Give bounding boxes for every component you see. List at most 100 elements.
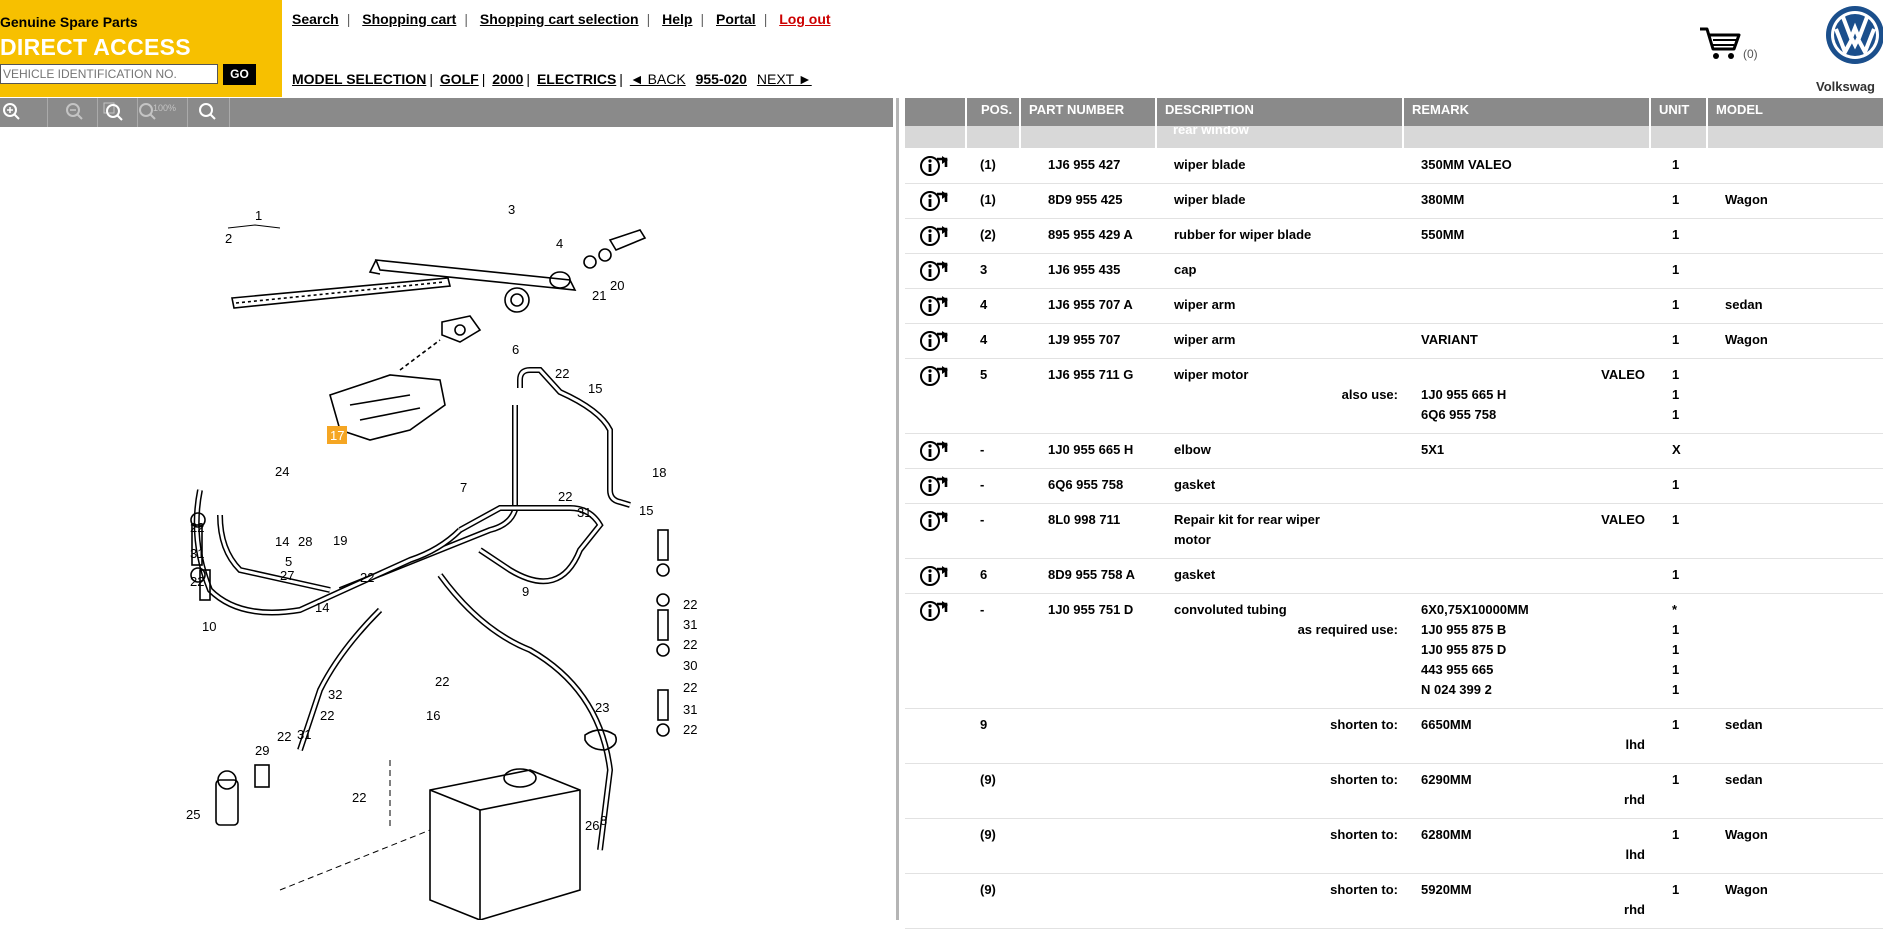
pos-cell: - [980,512,985,527]
part-number-cell[interactable]: 1J6 955 707 A [1048,297,1133,312]
info-icon[interactable] [919,225,949,247]
extra-unit-cell: 1 [1672,662,1680,677]
info-icon[interactable] [919,260,949,282]
zoom-in-button[interactable] [0,98,48,127]
model-cell: sedan [1725,717,1763,732]
part-number-cell[interactable]: 8D9 955 425 [1048,192,1123,207]
part-number-cell[interactable]: 895 955 429 A [1048,227,1133,242]
extra-part-cell[interactable]: 6Q6 955 758 [1421,407,1497,422]
logout-link[interactable]: Log out [779,11,831,27]
highlight-callout-17[interactable] [327,426,347,444]
extra-part-cell[interactable]: 1J0 955 875 B [1421,622,1507,637]
washer-reservoir-part[interactable] [429,769,581,920]
next-link[interactable]: NEXT ► [756,71,812,87]
unit-cell: 1 [1672,477,1680,492]
info-icon[interactable] [919,600,949,622]
description-cell: rubber for wiper blade [1174,227,1312,242]
part-number-cell[interactable]: 1J6 955 435 [1048,262,1121,277]
shopping-cart-selection-link[interactable]: Shopping cart selection [479,11,639,27]
col-unit[interactable]: UNIT [1651,98,1708,126]
col-part-number[interactable]: PART NUMBER [1021,98,1157,126]
model-cell: sedan [1725,297,1763,312]
zoom-fit-button[interactable] [98,98,138,127]
extra-part-cell[interactable]: 443 955 665 [1421,662,1494,677]
search-zoom-button[interactable] [188,98,230,127]
col-model[interactable]: MODEL [1716,102,1763,117]
extra-label: as required use: [1297,622,1398,637]
description-cell: wiper blade [1174,157,1246,172]
shopping-cart-link[interactable]: Shopping cart [362,11,457,27]
crumb-group[interactable]: ELECTRICS [536,71,617,87]
extra-part-cell[interactable]: 1J0 955 665 H [1421,387,1507,402]
part-number-cell[interactable]: 1J0 955 665 H [1048,442,1134,457]
portal-link[interactable]: Portal [716,11,756,27]
info-icon[interactable] [919,155,949,177]
washer-pump-part[interactable] [215,779,239,826]
extra-part-cell[interactable]: 1J0 955 875 D [1421,642,1507,657]
extra-unit-cell: 1 [1672,642,1680,657]
wiper-blade-part[interactable] [231,277,452,309]
info-icon[interactable] [919,365,949,387]
zoom-out-button[interactable] [48,98,98,127]
description-cell: convoluted tubing [1174,602,1287,617]
part-number-cell[interactable]: 1J9 955 707 [1048,332,1121,347]
part-number-cell[interactable]: 1J6 955 711 G [1048,367,1134,382]
info-icon[interactable] [919,295,949,317]
crumb-year[interactable]: 2000 [492,71,524,87]
vin-go-button[interactable]: GO [223,64,256,85]
unit-cell: 1 [1672,772,1680,787]
vin-input[interactable] [0,64,218,84]
info-icon[interactable] [919,190,949,212]
extra-part-cell[interactable]: N 024 399 2 [1421,682,1492,697]
model-cell: Wagon [1725,192,1768,207]
col-remark[interactable]: REMARK [1404,98,1651,126]
crumb-code[interactable]: 955-020 [695,71,747,87]
info-icon[interactable] [919,510,949,532]
info-icon[interactable] [919,330,949,352]
crumb-model-selection[interactable]: MODEL SELECTION [292,71,427,87]
pos-cell: - [980,442,985,457]
pos-cell: (1) [980,192,996,207]
help-link[interactable]: Help [662,11,693,27]
search-link[interactable]: Search [292,11,339,27]
zoom-100-button[interactable]: 100% [138,98,188,127]
info-icon[interactable] [919,440,949,462]
part-number-cell[interactable]: 8L0 998 711 [1048,512,1121,527]
wiper-motor-part[interactable] [329,374,446,441]
svg-text:27: 27 [280,568,294,583]
shopping-cart-icon[interactable] [1698,25,1742,63]
vw-logo-icon[interactable] [1824,4,1883,66]
back-link[interactable]: ◄ BACK [629,71,686,87]
part-number-cell[interactable]: 6Q6 955 758 [1048,477,1124,492]
col-pos[interactable]: POS. [967,98,1021,126]
svg-text:8: 8 [600,813,607,828]
panel-divider[interactable] [896,98,899,920]
crumb-model[interactable]: GOLF [439,71,479,87]
part-number-cell[interactable]: 1J6 955 427 [1048,157,1121,172]
col-description[interactable]: DESCRIPTION [1157,98,1404,126]
info-icon[interactable] [919,475,949,497]
extra-label: also use: [1341,387,1398,402]
part-number-cell[interactable]: 8D9 955 758 A [1048,567,1135,582]
info-icon[interactable] [919,565,949,587]
remark-sub-cell: rhd [1624,902,1645,917]
wiper-arm-part[interactable] [374,259,577,291]
part-number-cell[interactable]: 1J0 955 751 D [1048,602,1134,617]
